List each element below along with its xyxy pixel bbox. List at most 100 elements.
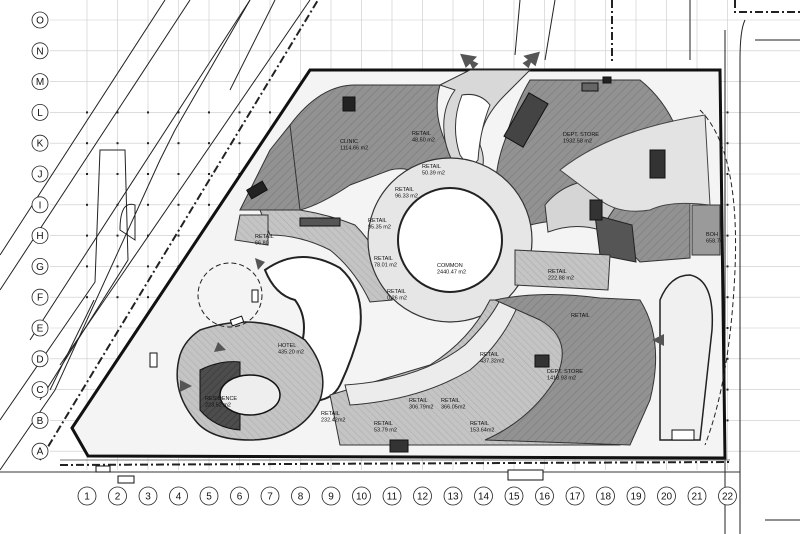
room-label-line: DEPT. STORE (563, 132, 599, 138)
room-label-line: 658.74 (706, 239, 723, 245)
col-label: 12 (417, 492, 429, 503)
room-label-line: RETAIL (571, 313, 590, 319)
row-marker-A (31, 442, 49, 460)
row-marker-K (31, 134, 49, 152)
row-label: B (37, 416, 44, 427)
room-label-line: CLINIC (340, 139, 358, 145)
room-label-line: DEPT. STORE (547, 369, 583, 375)
room-label-line: 95.35 m2 (368, 225, 391, 231)
col-marker-4 (169, 486, 188, 506)
room-label-line: 435.20 m2 (278, 350, 304, 356)
row-label: O (36, 16, 44, 27)
room-label-line: 222.88 m2 (548, 276, 574, 282)
row-marker-M (31, 73, 49, 90)
room-label-line: RETAIL (409, 398, 428, 404)
room-label-line: BOH (706, 232, 718, 238)
boh-zone (691, 204, 721, 256)
col-label: 14 (478, 492, 490, 503)
col-marker-14 (474, 486, 493, 506)
row-label: K (37, 139, 44, 150)
row-marker-F (31, 288, 49, 306)
room-label-line: 223.52 m2 (205, 403, 231, 409)
row-marker-H (31, 227, 49, 245)
col-label: 9 (328, 492, 334, 503)
row-marker-C (31, 381, 49, 399)
room-label-line: RETAIL (441, 398, 460, 404)
dept-store-south-zone (484, 293, 657, 446)
col-label: 1 (84, 492, 90, 503)
room-label-line: 232.42m2 (321, 418, 345, 424)
room-label-line: 306.79m2 (409, 405, 433, 411)
row-label: H (36, 231, 43, 242)
room-label-line: RETAIL (374, 256, 393, 262)
row-marker-L (31, 104, 49, 121)
retail-f-zone (234, 214, 269, 246)
col-marker-8 (291, 486, 310, 506)
row-marker-N (31, 42, 49, 60)
room-label-line: RETAIL (321, 411, 340, 417)
room-label-line: RETAIL (374, 421, 393, 427)
col-marker-6 (230, 486, 249, 506)
col-label: 7 (267, 492, 273, 503)
retail-h-zone (514, 249, 611, 291)
room-label-line: 66.80 (255, 241, 269, 247)
room-label-line: RETAIL (368, 218, 387, 224)
west-roundabout (197, 262, 263, 328)
col-label: 11 (387, 492, 398, 503)
row-label: M (36, 77, 44, 88)
vertical-circulation (246, 76, 666, 453)
col-marker-3 (138, 486, 158, 506)
row-label: G (36, 262, 44, 273)
room-label-line: RETAIL (255, 234, 274, 240)
col-marker-22 (718, 486, 737, 506)
common-ring (367, 157, 533, 323)
vehicles (95, 289, 695, 484)
room-label-line: 78.01 m2 (374, 263, 397, 269)
col-marker-16 (535, 486, 554, 506)
col-label: 3 (145, 492, 151, 503)
room-label-line: 153.64m2 (470, 428, 494, 434)
row-label: I (39, 200, 42, 211)
room-label-line: COMMON (437, 263, 463, 269)
col-marker-17 (565, 486, 585, 506)
room-label-line: 48.50 m2 (412, 138, 435, 144)
col-label: 5 (206, 492, 212, 503)
col-label: 10 (356, 492, 368, 503)
room-label-line: 53.79 m2 (374, 428, 397, 434)
col-label: 20 (661, 492, 673, 503)
row-label: N (36, 46, 43, 57)
col-marker-10 (352, 486, 371, 506)
col-marker-19 (626, 486, 646, 506)
room-label-line: 1114.66 m2 (340, 146, 368, 152)
col-marker-5 (199, 486, 219, 506)
row-marker-D (31, 350, 49, 368)
drive-curve (699, 109, 737, 446)
room-label-line: 366.05m2 (441, 405, 465, 411)
row-label: A (37, 447, 44, 458)
room-label-line: 1418.93 m2 (547, 376, 576, 382)
col-label: 8 (298, 492, 304, 503)
col-label: 2 (115, 492, 121, 503)
entrance-arrows (180, 51, 664, 392)
north-void (455, 94, 491, 165)
room-label-line: 2440.47 m2 (437, 270, 466, 276)
row-label: D (36, 354, 43, 365)
row-marker-I (31, 196, 49, 214)
col-marker-9 (321, 486, 341, 506)
row-label: L (37, 108, 43, 119)
room-label-line: RETAIL (480, 352, 499, 358)
col-label: 6 (237, 492, 243, 503)
row-marker-J (31, 165, 49, 183)
row-marker-O (31, 11, 49, 29)
